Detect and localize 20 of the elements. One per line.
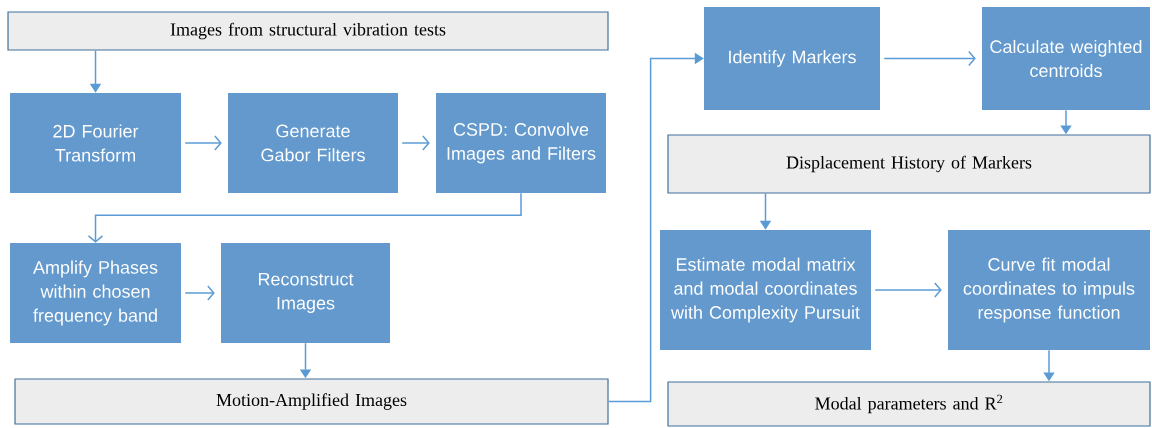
step-box: Displacement History of Markers xyxy=(667,134,1151,194)
process-box: Identify Markers xyxy=(704,7,880,110)
process-box: Reconstruct Images xyxy=(221,243,390,343)
arrow xyxy=(874,282,942,298)
step-box: Images from structural vibration tests xyxy=(7,11,609,51)
arrow xyxy=(87,192,522,243)
process-box: Generate Gabor Filters xyxy=(228,93,398,193)
arrow xyxy=(607,52,704,403)
process-box: Calculate weighted centroids xyxy=(982,7,1150,110)
process-box: Amplify Phases within chosen frequency band xyxy=(10,243,181,343)
arrow xyxy=(184,135,222,151)
arrow xyxy=(883,50,976,67)
step-box: Modal parameters and R$^{2}$ xyxy=(667,381,1151,427)
process-box: Curve fit modal coordinates to impuls response function xyxy=(948,230,1150,350)
arrow xyxy=(401,135,430,151)
process-box: CSPD: Convolve Images and Filters xyxy=(436,93,606,193)
process-box: 2D Fourier Transform xyxy=(10,93,181,193)
process-box: Estimate modal matrix and modal coordinates with Complexity Pursuit xyxy=(660,230,871,350)
step-box: Motion-Amplified Images xyxy=(14,378,609,425)
arrow xyxy=(184,285,215,301)
